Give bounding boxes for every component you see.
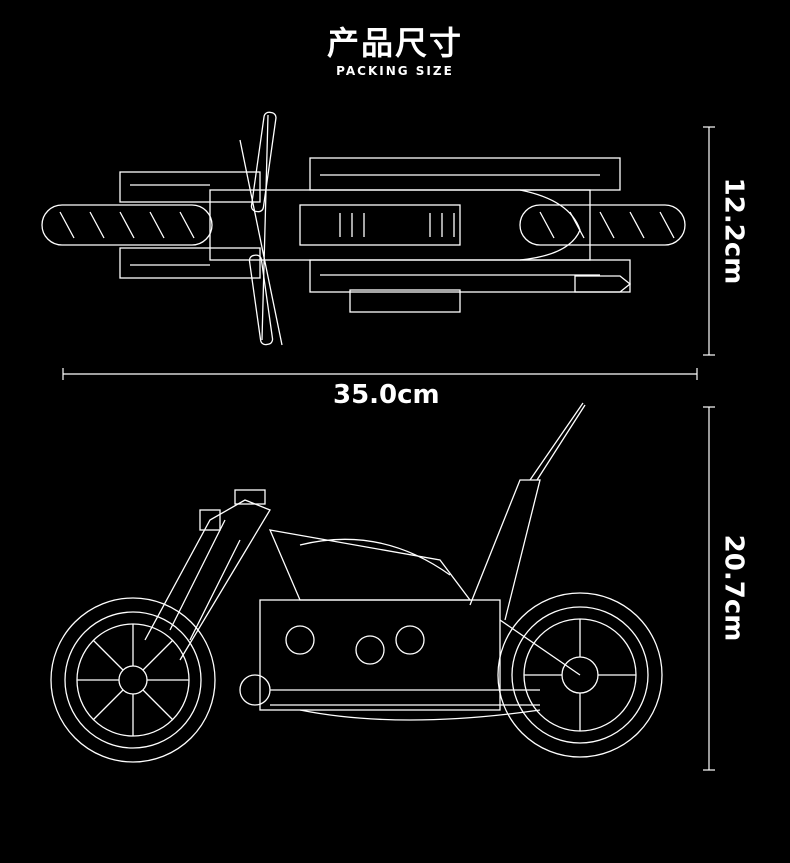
motorcycle-top-view bbox=[41, 111, 686, 346]
width-dimension-line bbox=[703, 126, 715, 356]
width-label: 12.2cm bbox=[718, 177, 749, 285]
height-dimension-line bbox=[703, 406, 715, 771]
length-label: 35.0cm bbox=[333, 380, 440, 410]
length-dimension-line bbox=[62, 368, 698, 380]
page-subtitle: PACKING SIZE bbox=[336, 64, 454, 78]
height-label: 20.7cm bbox=[718, 534, 749, 642]
motorcycle-side-view bbox=[50, 402, 663, 763]
page-title: 产品尺寸 bbox=[326, 24, 463, 62]
